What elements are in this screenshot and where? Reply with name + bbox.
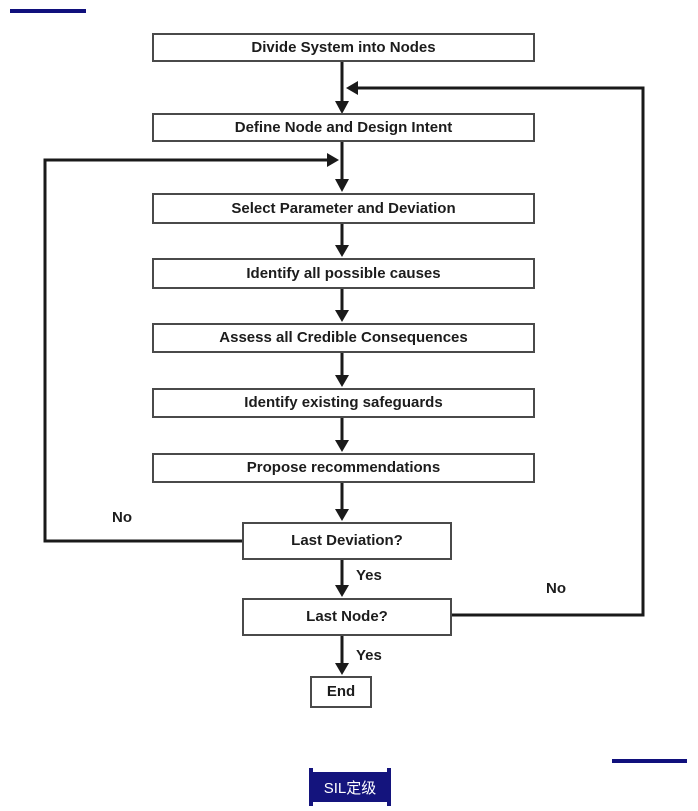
arrow-divide-to-define — [335, 62, 349, 114]
bottom-right-rule — [612, 759, 687, 763]
left-no-loop-connector — [43, 153, 339, 543]
arrow-lastnode-to-end — [335, 636, 349, 675]
top-left-rule — [10, 9, 86, 13]
flow-node-define-node: Define Node and Design Intent — [152, 113, 535, 142]
flow-node-identify-safeguards: Identify existing safeguards — [152, 388, 535, 418]
flow-node-end: End — [310, 676, 372, 708]
arrow-consequences-to-safeguards — [335, 353, 349, 387]
edge-label-last-node-yes: Yes — [356, 647, 382, 664]
flow-node-assess-consequences: Assess all Credible Consequences — [152, 323, 535, 353]
edge-label-last-node-no: No — [546, 580, 566, 597]
flow-node-identify-causes: Identify all possible causes — [152, 258, 535, 289]
arrow-safeguards-to-recommendations — [335, 418, 349, 452]
edge-label-last-deviation-yes: Yes — [356, 567, 382, 584]
sil-rating-badge[interactable]: SIL定级 — [309, 768, 391, 806]
flow-node-last-node: Last Node? — [242, 598, 452, 636]
arrow-lastdeviation-to-lastnode — [335, 560, 349, 597]
arrow-causes-to-consequences — [335, 289, 349, 322]
arrow-define-to-select — [335, 142, 349, 192]
edge-label-last-deviation-no: No — [112, 509, 132, 526]
flow-node-last-deviation: Last Deviation? — [242, 522, 452, 560]
flow-node-divide-system: Divide System into Nodes — [152, 33, 535, 62]
flow-node-select-parameter: Select Parameter and Deviation — [152, 193, 535, 224]
right-no-loop-connector — [346, 81, 645, 617]
arrow-select-to-causes — [335, 224, 349, 257]
flow-node-propose-recommendations: Propose recommendations — [152, 453, 535, 483]
arrow-recommendations-to-lastdeviation — [335, 483, 349, 521]
